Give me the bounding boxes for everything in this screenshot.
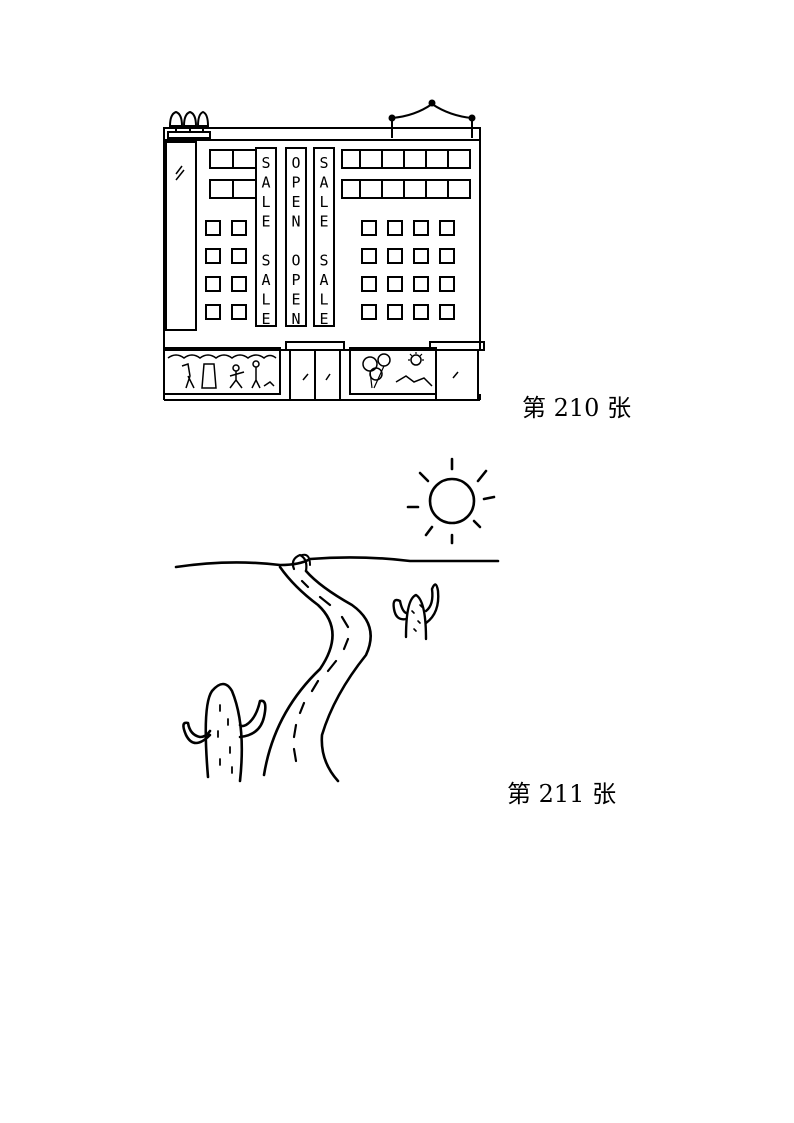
sign-letter: E	[291, 193, 300, 211]
sign-letter: O	[291, 252, 300, 270]
sign-letter: E	[261, 310, 270, 328]
sign-letter: N	[291, 213, 300, 231]
desert-road-cactus-sun-icon	[174, 457, 500, 783]
cactus-large-icon	[182, 682, 267, 783]
sign-letter: S	[319, 252, 328, 270]
figure-caption-210: 第 210 张	[522, 394, 632, 422]
sign-letter: S	[261, 154, 270, 172]
store-building-icon	[163, 99, 485, 401]
square-windows-left	[205, 220, 247, 320]
sign-letter: L	[261, 291, 270, 309]
sign-letter: A	[261, 271, 270, 289]
sign-letter: A	[319, 174, 328, 192]
sign-left	[255, 147, 277, 327]
sign-letter: O	[291, 154, 300, 172]
cactus-small-icon	[392, 583, 440, 641]
figure-caption-211: 第 211 张	[507, 780, 617, 808]
sign-letter: L	[319, 291, 328, 309]
desert-drawing	[170, 455, 505, 790]
rooftop-canopy	[388, 99, 476, 138]
sign-letter: A	[261, 174, 270, 192]
sign-letter: S	[319, 154, 328, 172]
square-windows-right	[361, 220, 455, 320]
sign-letter: L	[319, 193, 328, 211]
sign-letter: E	[319, 310, 328, 328]
sign-letter: S	[261, 252, 270, 270]
sign-letter: P	[291, 174, 300, 192]
sign-letter: L	[261, 193, 270, 211]
sign-letter: N	[291, 310, 300, 328]
sign-letter: E	[319, 213, 328, 231]
sign-letter: P	[291, 271, 300, 289]
sun-icon	[406, 457, 496, 545]
upper-windows-right	[341, 149, 471, 199]
sign-right	[313, 147, 335, 327]
sign-letter: A	[319, 271, 328, 289]
sign-middle	[285, 147, 307, 327]
sign-letter: E	[261, 213, 270, 231]
sign-letter: E	[291, 291, 300, 309]
